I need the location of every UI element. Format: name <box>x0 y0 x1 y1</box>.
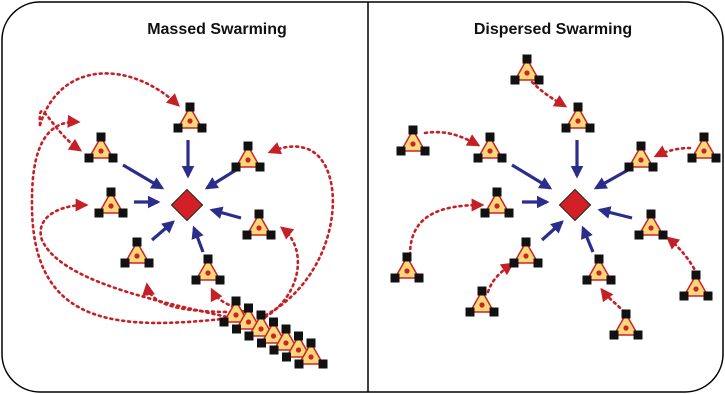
massed-unit <box>173 102 207 133</box>
swarm-units <box>84 54 721 369</box>
massed-unit <box>242 209 276 240</box>
dotted-path <box>38 109 83 152</box>
converge-arrow <box>540 220 564 242</box>
converge-arrow <box>204 168 237 190</box>
dispersed-outer-unit <box>465 286 499 317</box>
dispersed-unit <box>509 237 543 268</box>
massed-unit <box>84 132 118 163</box>
dotted-path <box>653 145 692 158</box>
converge-arrow <box>597 206 633 220</box>
converge-arrow <box>581 225 595 253</box>
massed-unit <box>120 237 154 268</box>
massed-target <box>170 188 204 222</box>
converge-arrow <box>511 163 553 190</box>
massed-column-unit <box>294 338 328 369</box>
dotted-path <box>530 80 568 108</box>
dispersed-outer-unit <box>679 270 713 301</box>
converge-arrow <box>122 163 165 190</box>
targets <box>170 188 592 222</box>
dotted-path <box>210 287 247 314</box>
dotted-path <box>486 262 515 294</box>
dispersed-unit <box>582 254 616 285</box>
dispersed-outer-unit <box>390 252 424 283</box>
dotted-path <box>30 114 234 325</box>
dispersed-unit <box>634 209 668 240</box>
converge-arrow <box>209 206 242 220</box>
dispersed-unit <box>624 141 658 172</box>
dispersed-unit <box>561 102 595 133</box>
dotted-path <box>38 72 180 127</box>
dispersed-unit <box>473 132 507 163</box>
dotted-path <box>423 130 481 147</box>
dotted-path <box>408 198 485 257</box>
converge-arrow <box>593 168 629 190</box>
dispersed-target <box>558 188 592 222</box>
dispersal-paths <box>30 72 699 325</box>
converge-arrow <box>150 220 175 242</box>
dispersed-outer-unit <box>687 132 721 163</box>
dotted-path <box>258 142 335 320</box>
converge-arrow <box>191 225 205 253</box>
dotted-path <box>600 287 626 314</box>
dispersed-outer-unit <box>396 125 430 156</box>
left-panel-title: Massed Swarming <box>147 21 287 38</box>
dispersed-outer-unit <box>510 54 544 85</box>
dotted-path <box>142 282 234 314</box>
massed-unit <box>191 254 225 285</box>
massed-unit <box>231 141 265 172</box>
massed-unit <box>94 187 128 218</box>
dispersed-unit <box>480 187 514 218</box>
right-panel-title: Dispersed Swarming <box>474 21 632 38</box>
dotted-path <box>39 198 234 320</box>
dotted-path <box>258 226 300 322</box>
dotted-path <box>666 236 699 276</box>
converge-arrows <box>122 140 633 253</box>
dispersed-outer-unit <box>609 309 643 340</box>
